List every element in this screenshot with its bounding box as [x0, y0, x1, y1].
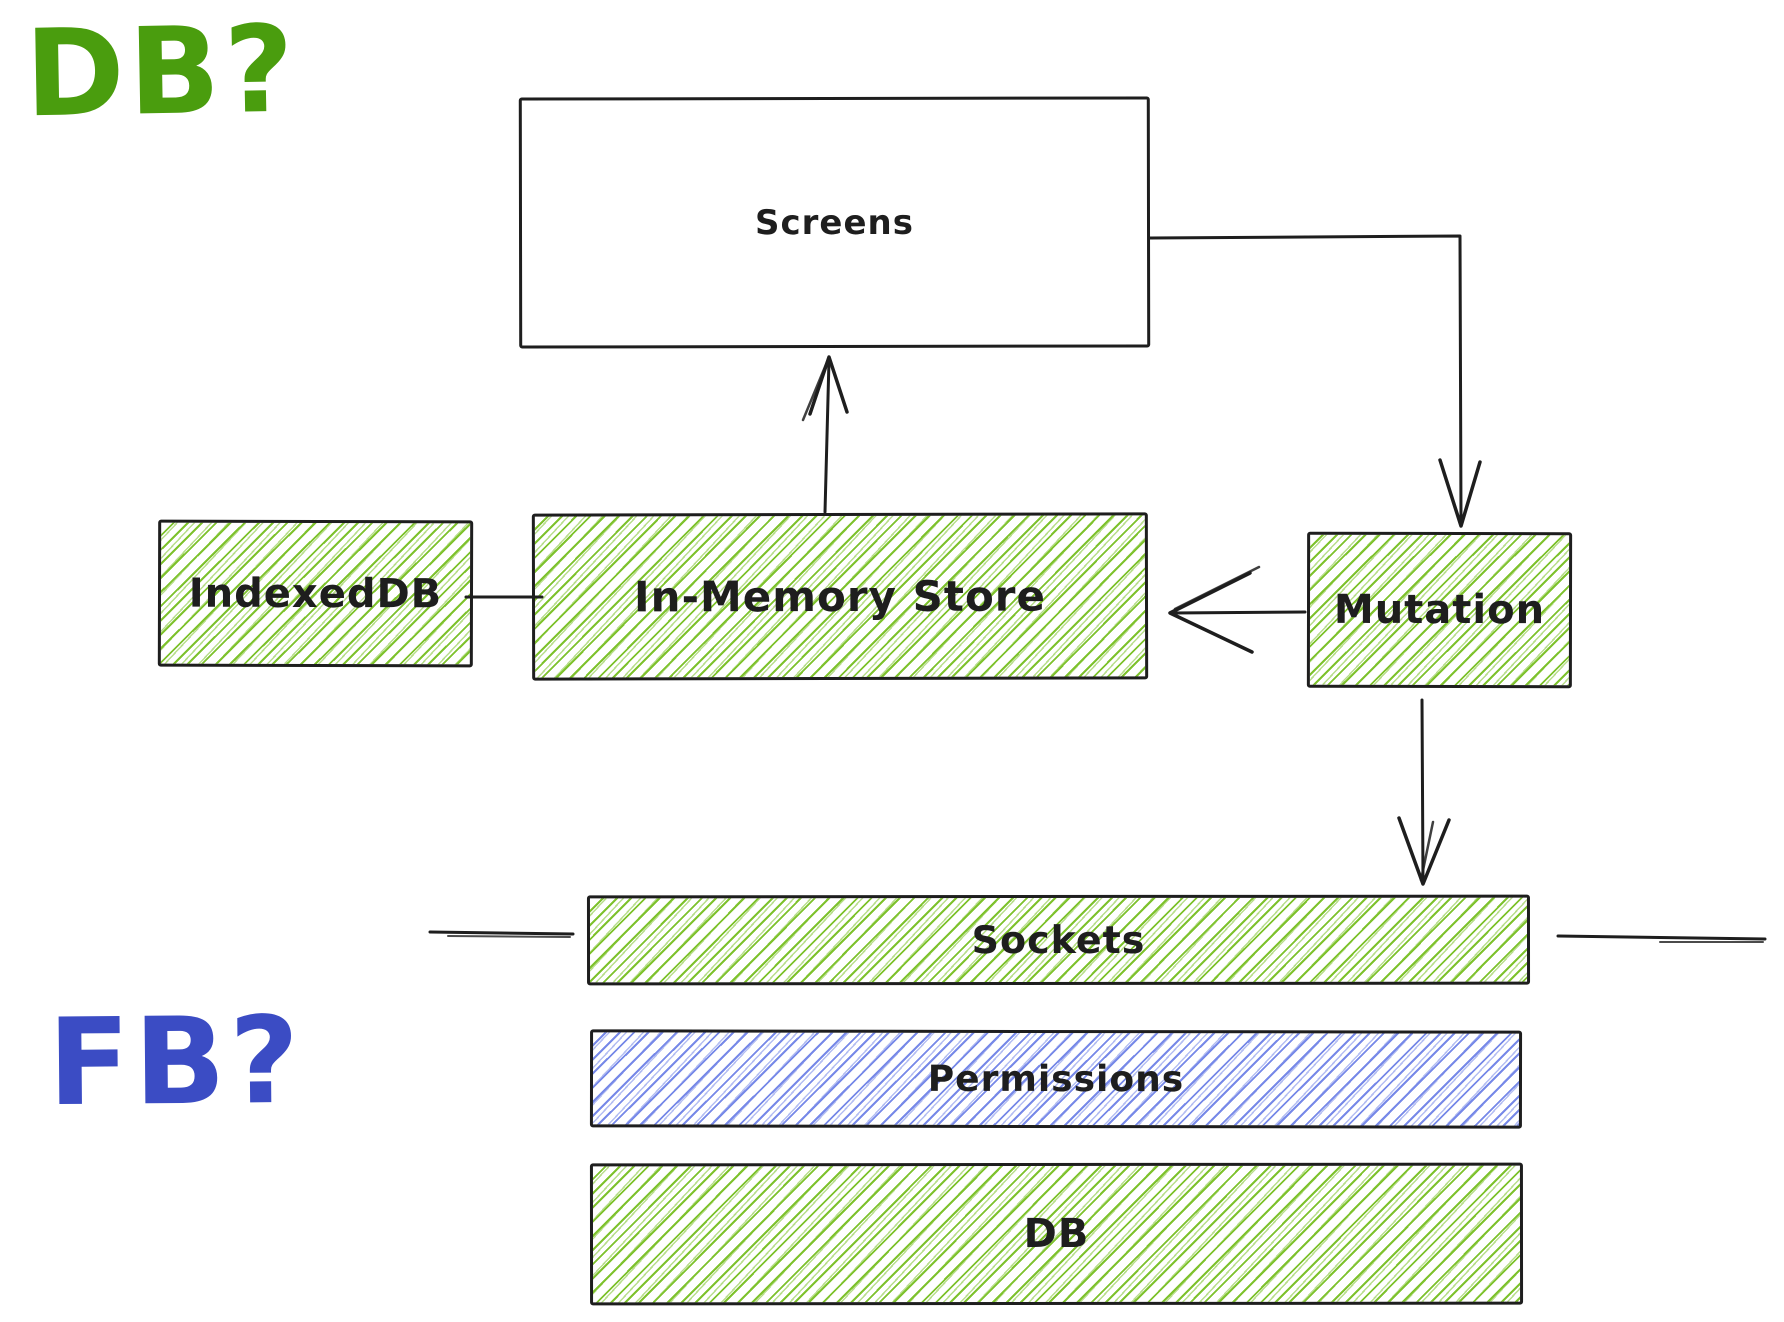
node-permissions-label: Permissions [927, 1058, 1185, 1100]
fb-question-annotation[interactable]: FB? [47, 991, 304, 1134]
node-in-memory-store[interactable]: In-Memory Store [531, 512, 1149, 681]
node-screens[interactable]: Screens [518, 96, 1151, 349]
node-sockets[interactable]: Sockets [586, 894, 1531, 986]
arrow-inmemory-to-screens-head[interactable] [808, 355, 849, 416]
arrow-screens-to-mutation-head[interactable] [1438, 458, 1482, 528]
node-in-memory-store-label: In-Memory Store [633, 571, 1047, 622]
node-mutation-label: Mutation [1333, 586, 1546, 634]
line-left-of-sockets-sketch[interactable] [447, 935, 571, 938]
node-indexeddb-label: IndexedDB [188, 570, 443, 617]
line-right-of-sockets[interactable] [1556, 934, 1767, 941]
arrow-mutation-to-inmemory[interactable] [1170, 610, 1307, 615]
arrow-inmemory-to-screens-head-sketch[interactable] [801, 360, 829, 422]
node-db[interactable]: DB [589, 1162, 1524, 1306]
line-left-of-sockets[interactable] [428, 930, 575, 936]
arrow-mutation-to-inmemory-head[interactable] [1168, 571, 1254, 654]
db-question-annotation[interactable]: DB? [23, 0, 299, 145]
arrow-screens-to-mutation[interactable] [1148, 234, 1463, 522]
node-permissions[interactable]: Permissions [589, 1029, 1523, 1129]
arrow-inmemory-to-screens[interactable] [823, 358, 831, 514]
arrow-mutation-to-sockets-head[interactable] [1397, 816, 1451, 886]
arrow-mutation-to-sockets[interactable] [1420, 698, 1425, 882]
node-indexeddb[interactable]: IndexedDB [157, 519, 474, 668]
node-db-label: DB [1023, 1210, 1090, 1258]
node-mutation[interactable]: Mutation [1306, 531, 1573, 689]
arrow-mutation-to-sockets-head-sketch[interactable] [1419, 820, 1435, 882]
node-sockets-label: Sockets [971, 917, 1146, 963]
arrow-mutation-to-inmemory-head-sketch[interactable] [1173, 565, 1261, 611]
node-screens-label: Screens [754, 202, 915, 243]
